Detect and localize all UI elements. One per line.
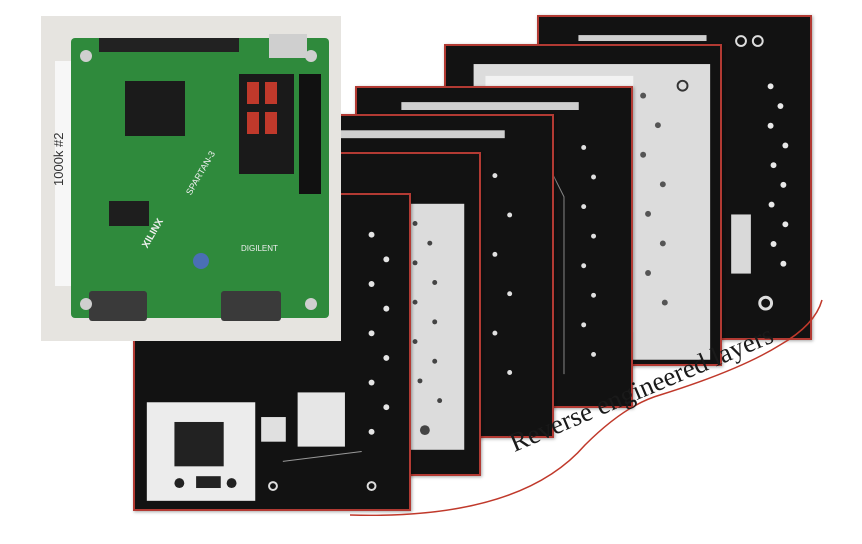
vendor-label: DIGILENT [241, 244, 278, 253]
tape-label: 1000k #2 [51, 132, 66, 187]
fpga-board-illustration [41, 16, 341, 341]
fpga-board-photo: 1000k #2 XILINX SPARTAN-3 DIGILENT [41, 16, 341, 341]
pcb-layer-6-traces [578, 35, 789, 311]
